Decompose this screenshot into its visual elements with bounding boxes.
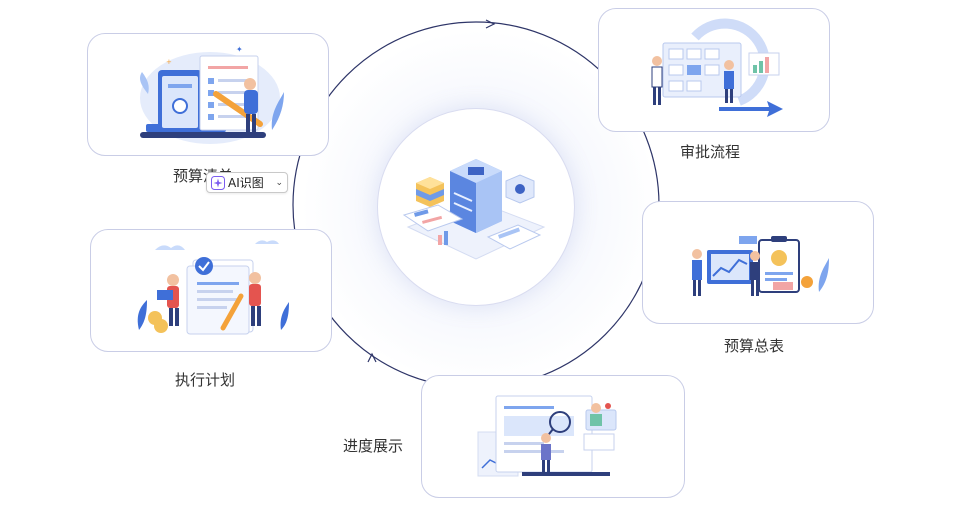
- execution-plan-label: 执行计划: [175, 371, 236, 389]
- approval-flow-card[interactable]: [598, 8, 830, 132]
- budget-list-illustration: ✦ +: [140, 45, 284, 144]
- ai-recognize-label: AI识图: [228, 176, 264, 190]
- ring-arrow-top: [485, 19, 496, 29]
- budget-list-card[interactable]: ✦ +: [87, 33, 329, 156]
- budget-summary-card[interactable]: [642, 201, 874, 324]
- svg-text:✦: ✦: [236, 45, 243, 54]
- chevron-down-icon: ⌄: [275, 177, 283, 188]
- execution-plan-illustration: [137, 240, 289, 335]
- budget-summary-illustration: [692, 236, 829, 296]
- budget-summary-label: 预算总表: [724, 337, 785, 355]
- ring-arrow-bottom: [367, 352, 377, 363]
- approval-flow-illustration: [651, 18, 783, 117]
- progress-display-illustration: [477, 395, 617, 477]
- data-server-icon: [402, 159, 546, 260]
- center-disc: [377, 108, 575, 306]
- sparkle-icon: [211, 175, 225, 190]
- approval-flow-label: 审批流程: [680, 143, 741, 161]
- progress-display-card[interactable]: [421, 375, 685, 498]
- progress-display-label: 进度展示: [343, 437, 404, 455]
- execution-plan-card[interactable]: [90, 229, 332, 352]
- svg-text:+: +: [166, 58, 172, 66]
- ai-recognize-button[interactable]: AI识图 ⌄: [206, 172, 288, 193]
